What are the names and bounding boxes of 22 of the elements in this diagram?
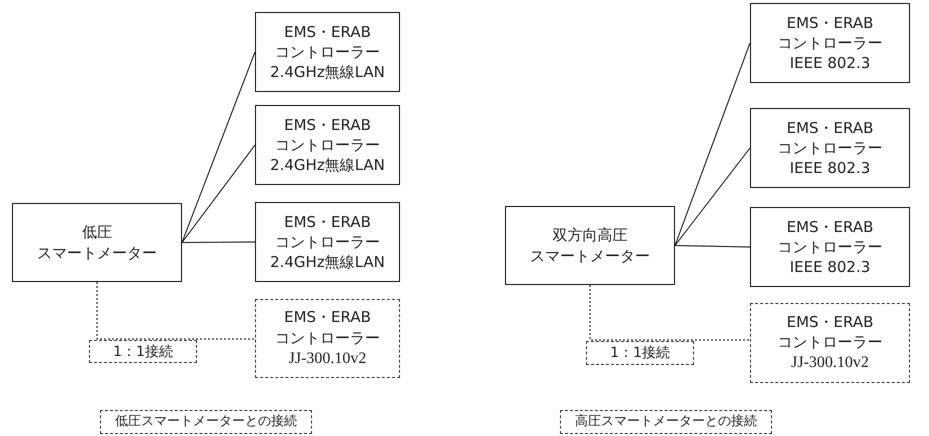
edge-label: 1：1接続 xyxy=(586,341,694,365)
controller-box: EMS・ERAB コントローラー JJ-300.10v2 xyxy=(750,303,910,383)
connector-line xyxy=(182,144,256,243)
controller-box: EMS・ERAB コントローラー 2.4GHz無線LAN xyxy=(255,105,400,185)
meter-box: 双方向高圧スマートメーター xyxy=(505,206,675,285)
controller-box: EMS・ERAB コントローラー 2.4GHz無線LAN xyxy=(255,202,400,282)
controller-box: EMS・ERAB コントローラー JJ-300.10v2 xyxy=(255,299,400,378)
controller-box: EMS・ERAB コントローラー IEEE 802.3 xyxy=(750,3,910,83)
connector-line xyxy=(674,42,750,246)
controller-box: EMS・ERAB コントローラー 2.4GHz無線LAN xyxy=(255,12,400,92)
edge-label: 1：1接続 xyxy=(89,340,197,363)
dotted-connector xyxy=(96,282,256,340)
controller-box: EMS・ERAB コントローラー IEEE 802.3 xyxy=(750,207,910,287)
connector-line xyxy=(182,52,256,243)
dotted-connector xyxy=(590,284,750,340)
caption-box: 低圧スマートメーターとの接続 xyxy=(100,410,312,434)
connector-line xyxy=(182,242,256,243)
controller-box: EMS・ERAB コントローラー IEEE 802.3 xyxy=(750,108,910,188)
connector-line xyxy=(674,245,750,248)
caption-box: 高圧スマートメーターとの接続 xyxy=(560,410,772,434)
meter-box: 低圧スマートメーター xyxy=(12,203,182,282)
connector-line xyxy=(674,148,750,246)
